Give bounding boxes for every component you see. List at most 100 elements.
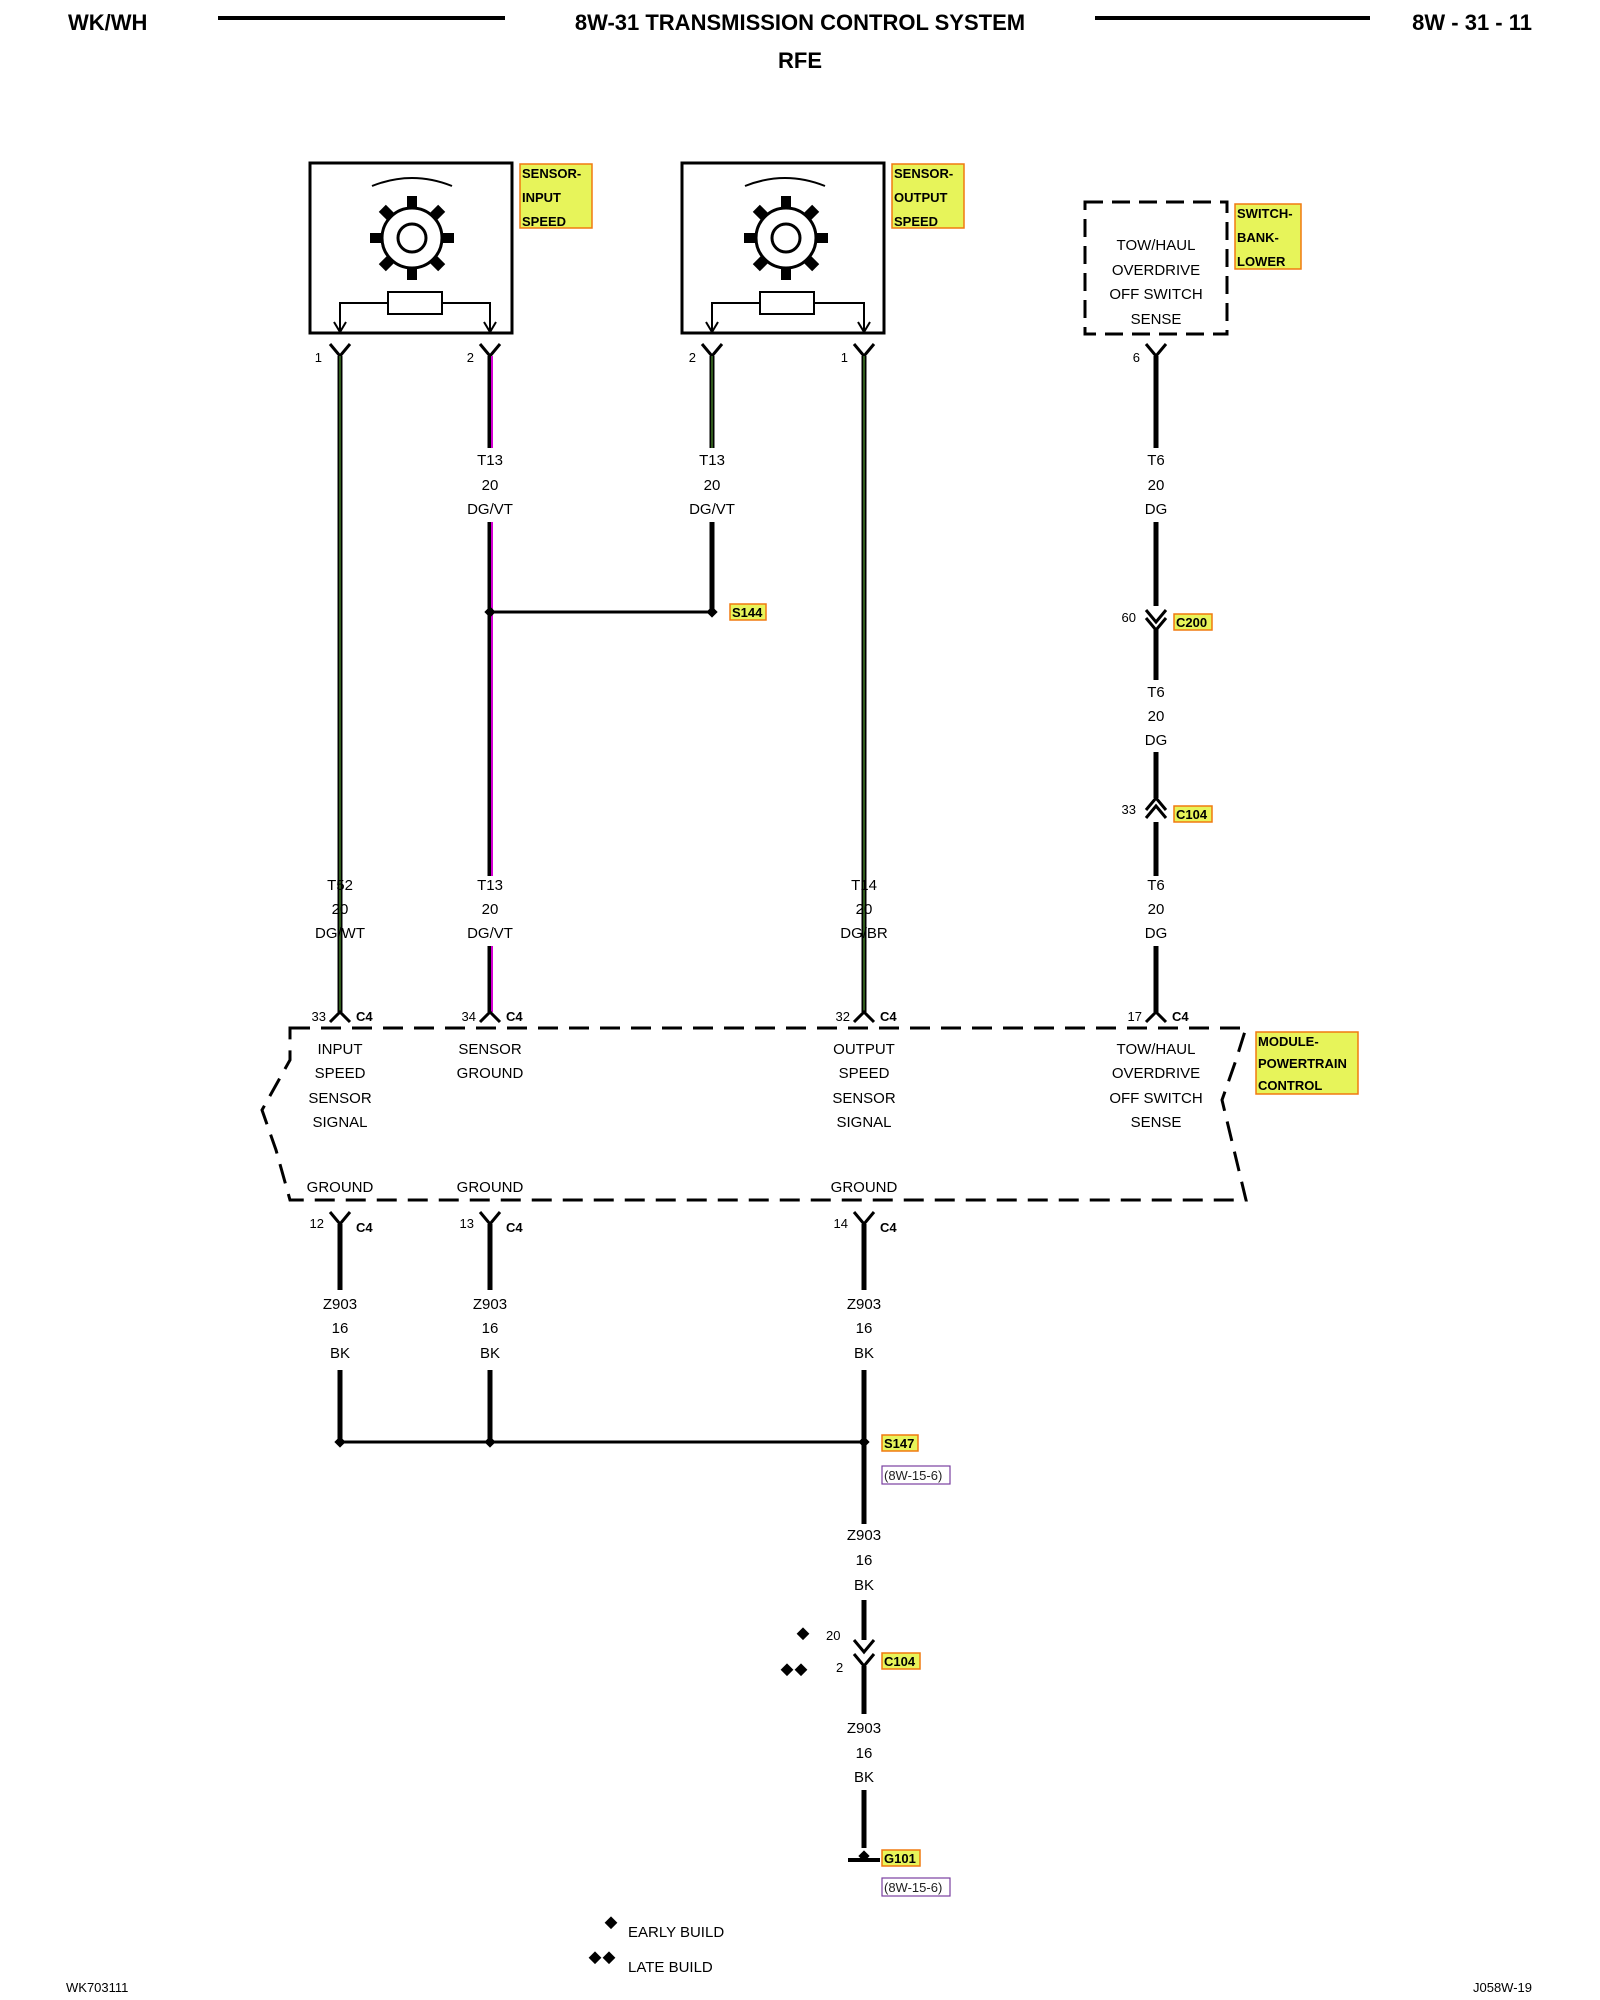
pcm-function-line: SPEED xyxy=(839,1065,890,1082)
pin-number: 1 xyxy=(841,350,848,365)
arrow-icon xyxy=(705,321,719,334)
wire-circuit: T13 xyxy=(477,877,503,894)
input-sensor-tag-box xyxy=(519,163,593,229)
input-sensor-tag-line: SENSOR- xyxy=(522,166,581,181)
pcm-function-output: OUTPUT SPEED SENSOR SIGNAL xyxy=(832,1041,896,1131)
wire-gauge: 16 xyxy=(856,1552,873,1569)
c104-tag-box xyxy=(1173,805,1213,823)
g101-tag: G101 xyxy=(881,1849,921,1867)
c200-tag: C200 xyxy=(1173,613,1213,631)
c4-label: C4 xyxy=(506,1009,523,1024)
s147-ref-text[interactable]: (8W-15-6) xyxy=(884,1468,942,1483)
switch-bank-tag-line: BANK- xyxy=(1237,230,1279,245)
wire-circuit: Z903 xyxy=(847,1720,881,1737)
pcm-ground-label: GROUND xyxy=(831,1179,898,1196)
wire-color: DG xyxy=(1145,501,1168,518)
female-terminal-icon xyxy=(328,1211,352,1227)
resistor-icon xyxy=(759,291,815,315)
gear-icon xyxy=(370,196,454,280)
pcm-function-line: SPEED xyxy=(315,1065,366,1082)
s147-reference-link[interactable]: (8W-15-6) xyxy=(881,1465,951,1485)
c4-label: C4 xyxy=(880,1009,897,1024)
pcm-function-input: INPUT SPEED SENSOR SIGNAL xyxy=(308,1041,372,1131)
output-sensor-tag-box xyxy=(891,163,965,229)
switch-function-line: OVERDRIVE xyxy=(1112,262,1200,279)
pin-number: 1 xyxy=(315,350,322,365)
wire-label-z903-d: Z903 16 BK xyxy=(847,1527,881,1594)
output-sensor-tag-line: OUTPUT xyxy=(894,190,948,205)
page-subtitle: RFE xyxy=(778,48,822,73)
female-terminal-icon xyxy=(700,343,724,359)
diagram-code: J058W-19 xyxy=(1473,1980,1532,1995)
switch-function-line: OFF SWITCH xyxy=(1109,286,1202,303)
arrow-icon xyxy=(483,321,497,334)
wire-label-z903-a: Z903 16 BK xyxy=(323,1296,357,1362)
g101-reference-link[interactable]: (8W-15-6) xyxy=(881,1877,951,1897)
c4-label: C4 xyxy=(1172,1009,1189,1024)
c104-lower-connector-icon xyxy=(852,1639,876,1669)
pin-number: 12 xyxy=(310,1216,324,1231)
pcm-function-line: SIGNAL xyxy=(836,1114,891,1131)
pin-number: 6 xyxy=(1133,350,1140,365)
input-sensor-tag: SENSOR- INPUT SPEED xyxy=(519,163,593,229)
wire-gauge: 20 xyxy=(856,901,873,918)
pin-number: 14 xyxy=(834,1216,848,1231)
wire-gauge: 20 xyxy=(704,477,721,494)
g101-ref-text[interactable]: (8W-15-6) xyxy=(884,1880,942,1895)
c104-connector-icon xyxy=(1144,795,1168,819)
page-header: WK/WH 8W-31 TRANSMISSION CONTROL SYSTEM … xyxy=(68,10,1532,73)
female-terminal-icon xyxy=(852,1211,876,1227)
wire-circuit: T14 xyxy=(851,877,877,894)
pcm-function-line: OVERDRIVE xyxy=(1112,1065,1200,1082)
female-terminal-icon xyxy=(852,343,876,359)
pin-number: 20 xyxy=(826,1628,840,1643)
resistor-icon xyxy=(387,291,443,315)
pcm-bottom-connectors xyxy=(328,1211,876,1227)
wire-circuit: Z903 xyxy=(323,1296,357,1313)
pcm-function-line: SENSOR xyxy=(458,1041,522,1058)
c4-label: C4 xyxy=(880,1220,897,1235)
male-terminal-icon xyxy=(328,1009,352,1024)
pin-number: 60 xyxy=(1122,610,1136,625)
wire-label-z903-c: Z903 16 BK xyxy=(847,1296,881,1362)
wire-gauge: 20 xyxy=(482,901,499,918)
diamond-icon xyxy=(796,1627,810,1641)
splice-icon xyxy=(334,1436,870,1448)
wire-gauge: 20 xyxy=(1148,901,1165,918)
wire-color: DG/VT xyxy=(689,501,735,518)
c200-label: C200 xyxy=(1176,615,1207,630)
switch-bank-tag-line: LOWER xyxy=(1237,254,1286,269)
pcm-function-towhaul: TOW/HAUL OVERDRIVE OFF SWITCH SENSE xyxy=(1109,1041,1202,1131)
wire-circuit: Z903 xyxy=(847,1527,881,1544)
switch-bank-lower: TOW/HAUL OVERDRIVE OFF SWITCH SENSE xyxy=(1083,200,1229,336)
wire-label-t13-lower: T13 20 DG/VT xyxy=(467,877,513,942)
female-terminal-icon xyxy=(328,343,352,359)
pcm-function-line: OFF SWITCH xyxy=(1109,1090,1202,1107)
wire-circuit: T6 xyxy=(1147,452,1165,469)
output-sensor-arc xyxy=(744,177,826,187)
wire-color: BK xyxy=(854,1769,874,1786)
pcm-function-line: INPUT xyxy=(318,1041,363,1058)
wire-color: BK xyxy=(854,1345,874,1362)
s147-ref-box xyxy=(881,1465,951,1485)
wire-circuit: Z903 xyxy=(847,1296,881,1313)
c104-label: C104 xyxy=(1176,807,1208,822)
figure-code: WK703111 xyxy=(66,1980,128,1995)
pin-number: 33 xyxy=(1122,802,1136,817)
wire-circuit: T6 xyxy=(1147,684,1165,701)
input-sensor-tag-line: INPUT xyxy=(522,190,561,205)
male-terminal-icon xyxy=(478,1009,502,1024)
wire-circuit: T13 xyxy=(699,452,725,469)
wire-color: DG xyxy=(1145,925,1168,942)
arrow-icon xyxy=(857,321,871,334)
diamond-icon xyxy=(588,1951,602,1965)
switch-bank-tag-line: SWITCH- xyxy=(1237,206,1293,221)
female-terminal-icon xyxy=(1144,343,1168,359)
wire-label-t13-upper-b: T13 20 DG/VT xyxy=(689,452,735,518)
legend-late-build: LATE BUILD xyxy=(628,1959,713,1976)
switch-bank-outline xyxy=(1083,200,1229,336)
input-sensor-body xyxy=(308,161,514,335)
pcm-tag-box xyxy=(1255,1031,1359,1095)
pcm-ground-label: GROUND xyxy=(457,1179,524,1196)
gear-icon xyxy=(744,196,828,280)
